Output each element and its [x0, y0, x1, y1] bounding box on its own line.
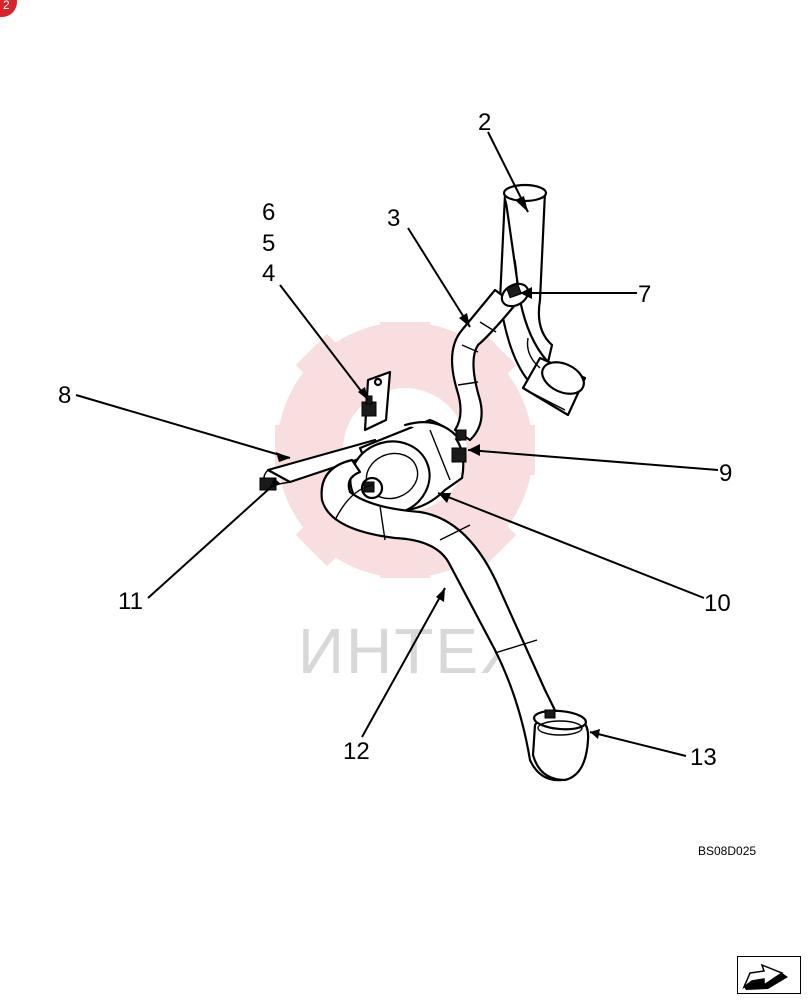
arrow-icon — [742, 963, 788, 990]
callout-10: 10 — [704, 590, 731, 617]
callout-2: 2 — [478, 109, 491, 136]
callout-3: 3 — [387, 205, 400, 232]
callout-6: 6 — [262, 199, 275, 226]
pipe-end-cylinder — [521, 356, 587, 417]
page-nav-button[interactable] — [737, 956, 801, 994]
callout-12: 12 — [343, 738, 370, 765]
corner-badge-label: 2 — [3, 0, 10, 12]
drawing-code: BS08D025 — [698, 844, 756, 858]
callout-labels: 2 3 6 5 4 7 8 9 11 10 12 13 — [58, 109, 732, 771]
callout-13: 13 — [690, 744, 717, 771]
callout-9: 9 — [719, 460, 732, 487]
callout-5: 5 — [262, 230, 275, 257]
callout-8: 8 — [58, 382, 71, 409]
corner-badge: 2 — [0, 0, 17, 17]
part-pipe-elbow — [498, 183, 587, 417]
leader-arrowheads — [270, 196, 600, 739]
callout-4: 4 — [262, 260, 275, 287]
leader-lines — [75, 131, 719, 757]
callout-7: 7 — [638, 281, 651, 308]
callout-11: 11 — [118, 588, 143, 615]
part-clamp-lower — [531, 709, 590, 782]
part-clamp-upper — [500, 282, 530, 308]
part-s-hose — [450, 288, 517, 442]
part-bracket — [361, 370, 392, 432]
